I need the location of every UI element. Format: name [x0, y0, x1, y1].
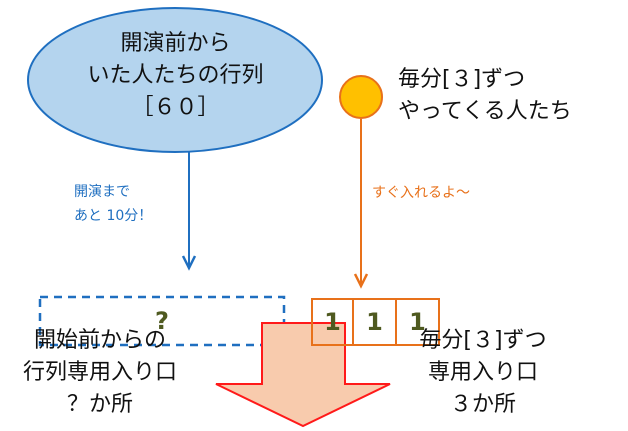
- ellipse-line: ［６０］: [131, 95, 220, 120]
- dashed-box-border: [38, 295, 286, 347]
- blue-note-line: 開演まで: [74, 184, 130, 200]
- arrival-circle: [339, 75, 383, 119]
- orange-arrowhead: [353, 273, 369, 289]
- blue-note-line: あと 10分！: [74, 208, 153, 224]
- orange-note: すぐ入れるよ〜: [372, 185, 470, 201]
- arrivals-text: 毎分[３]ずつ やってくる人たち: [398, 64, 572, 128]
- gate-boxes: 1 1 1: [311, 298, 440, 346]
- right-label-line: 専用入り口: [427, 360, 538, 385]
- arrivals-line: 毎分[３]ずつ: [398, 67, 526, 92]
- ellipse-line: いた人たちの行列: [87, 63, 264, 88]
- gate-box: 1: [354, 298, 397, 346]
- gate-box: 1: [397, 298, 440, 346]
- right-label-line: 毎分[３]ずつ: [419, 328, 547, 353]
- ellipse-line: 開演前から: [120, 31, 231, 56]
- arrivals-line: やってくる人たち: [398, 99, 572, 124]
- blue-note: 開演まで あと 10分！: [74, 180, 152, 228]
- right-label-line: ３か所: [449, 392, 516, 417]
- dashed-box-label: ?: [155, 307, 169, 335]
- big-down-arrow: [215, 322, 391, 428]
- left-label-line: 行列専用入り口: [22, 360, 177, 385]
- right-label: 毎分[３]ずつ 専用入り口 ３か所: [390, 325, 576, 421]
- left-label-line: ？か所: [66, 392, 133, 417]
- gate-box: 1: [311, 298, 354, 346]
- blue-arrowhead: [181, 255, 197, 271]
- left-label: 開始前からの 行列専用入り口 ？か所: [0, 325, 200, 421]
- left-label-line: 開始前からの: [33, 328, 166, 353]
- ellipse-text: 開演前から いた人たちの行列 ［６０］: [28, 28, 323, 124]
- queue-ellipse: [27, 7, 323, 153]
